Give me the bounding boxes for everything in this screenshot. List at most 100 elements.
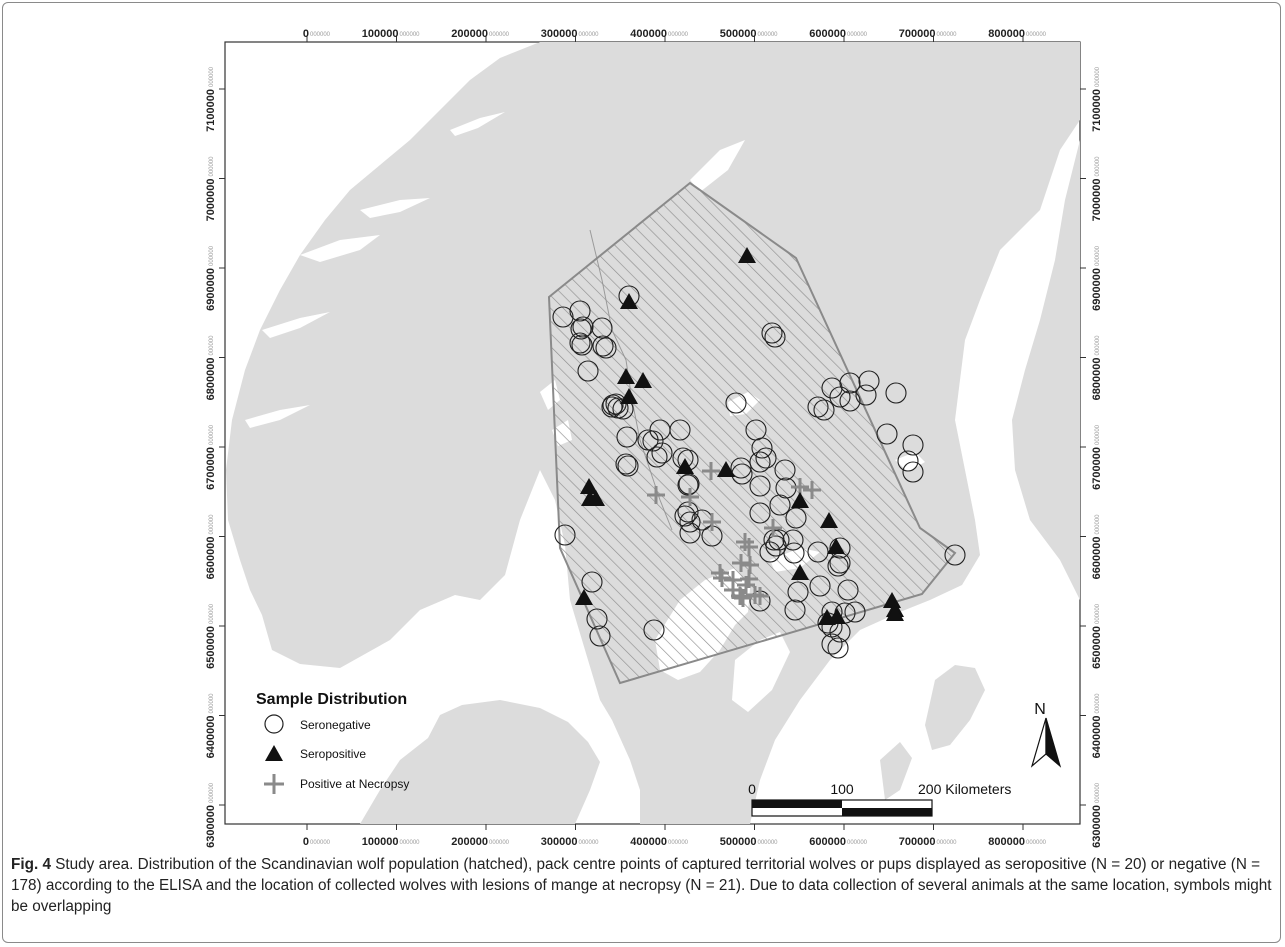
x-tick-label: 200000: [451, 28, 488, 40]
legend-title: Sample Distribution: [256, 691, 407, 708]
y-tick-label: 7000000: [1091, 179, 1103, 222]
x-tick-decimals: 000000: [579, 840, 600, 846]
x-tick-decimals: 000000: [489, 32, 510, 38]
seronegative-point: [807, 541, 829, 563]
y-tick-label: 6500000: [205, 626, 217, 669]
x-tick-label: 700000: [899, 28, 936, 40]
y-tick-label: 6300000: [1091, 805, 1103, 848]
north-arrow-icon: N: [1030, 701, 1062, 768]
x-tick-decimals: 000000: [937, 840, 958, 846]
x-tick-decimals: 000000: [668, 840, 689, 846]
seronegative-point: [787, 581, 809, 603]
seronegative-point: [764, 326, 786, 348]
x-tick-decimals: 000000: [668, 32, 689, 38]
y-tick-decimals: 000000: [209, 603, 215, 624]
scale-label-100: 100: [830, 781, 854, 797]
seronegative-point: [592, 335, 614, 357]
x-tick-label: 800000: [988, 836, 1025, 848]
seronegative-point: [885, 382, 907, 404]
necropsy-point: [713, 569, 731, 587]
x-tick-decimals: 000000: [758, 840, 779, 846]
y-tick-decimals: 000000: [209, 245, 215, 266]
necropsy-point: [751, 587, 769, 605]
seronegative-point: [821, 377, 843, 399]
seronegative-point: [601, 396, 623, 418]
seronegative-point: [765, 535, 787, 557]
x-tick-label: 500000: [720, 28, 757, 40]
necropsy-point: [736, 533, 754, 551]
southern-island: [880, 742, 912, 800]
seronegative-point: [569, 332, 591, 354]
y-tick-label: 6900000: [205, 268, 217, 311]
necropsy-point: [702, 462, 720, 480]
x-tick-label: 600000: [809, 28, 846, 40]
seropositive-point: [791, 492, 809, 508]
eastern-land: [1012, 140, 1080, 600]
y-tick-label: 6700000: [1091, 447, 1103, 490]
y-tick-decimals: 000000: [209, 66, 215, 87]
seronegative-point: [589, 625, 611, 647]
seronegative-point: [677, 501, 699, 523]
y-tick-label: 6600000: [1091, 537, 1103, 580]
seronegative-point: [829, 537, 851, 559]
study-area-hatched: [547, 181, 957, 685]
necropsy-point: [731, 587, 749, 605]
x-tick-decimals: 000000: [400, 32, 421, 38]
figure-caption: Fig. 4 Study area. Distribution of the S…: [11, 854, 1273, 917]
necropsy-point: [741, 556, 759, 574]
y-tick-decimals: 000000: [209, 424, 215, 445]
y-tick-decimals: 000000: [1095, 66, 1101, 87]
seropositive-point: [634, 372, 652, 388]
seronegative-point: [615, 453, 637, 475]
legend-label-seronegative: Seronegative: [300, 718, 371, 732]
seronegative-point: [813, 399, 835, 421]
seronegative-point: [642, 430, 664, 452]
seronegative-point: [774, 459, 796, 481]
seronegative-point: [839, 390, 861, 412]
x-tick-label: 100000: [362, 28, 399, 40]
seronegative-point: [897, 450, 919, 472]
legend-label-necropsy: Positive at Necropsy: [300, 777, 409, 791]
y-tick-label: 6400000: [1091, 716, 1103, 759]
seronegative-point: [577, 360, 599, 382]
seropositive-point: [620, 388, 638, 404]
seropositive-point: [617, 368, 635, 384]
y-tick-decimals: 000000: [209, 335, 215, 356]
x-tick-decimals: 000000: [847, 840, 868, 846]
necropsy-legend-icon: [264, 774, 284, 794]
x-tick-label: 0: [303, 836, 309, 848]
seronegative-point: [807, 396, 829, 418]
y-tick-label: 6900000: [1091, 268, 1103, 311]
x-tick-decimals: 000000: [1026, 32, 1047, 38]
scale-label-200: 200 Kilometers: [918, 781, 1011, 797]
y-tick-label: 6700000: [205, 447, 217, 490]
seronegative-point: [571, 334, 593, 356]
seronegative-point: [669, 419, 691, 441]
seronegative-point: [837, 579, 859, 601]
seropositive-legend-icon: [265, 745, 283, 761]
x-tick-label: 400000: [630, 28, 667, 40]
x-tick-decimals: 000000: [400, 840, 421, 846]
legend-label-seropositive: Seropositive: [300, 747, 366, 761]
seronegative-point: [827, 555, 849, 577]
seronegative-point: [821, 633, 843, 655]
seronegative-point: [679, 522, 701, 544]
x-tick-decimals: 000000: [310, 32, 331, 38]
necropsy-point: [724, 571, 742, 589]
north-label: N: [1034, 701, 1046, 718]
seronegative-point: [677, 474, 699, 496]
seronegative-point: [783, 542, 805, 564]
x-tick-decimals: 000000: [489, 840, 510, 846]
necropsy-points: [647, 462, 821, 607]
seronegative-point: [844, 601, 866, 623]
x-tick-label: 400000: [630, 836, 667, 848]
seronegative-point: [651, 442, 673, 464]
necropsy-point: [703, 513, 721, 531]
y-tick-decimals: 000000: [1095, 603, 1101, 624]
seronegative-point: [730, 457, 752, 479]
x-tick-label: 100000: [362, 836, 399, 848]
seronegative-point: [829, 386, 851, 408]
seronegative-point: [572, 316, 594, 338]
seronegative-point: [725, 392, 747, 414]
